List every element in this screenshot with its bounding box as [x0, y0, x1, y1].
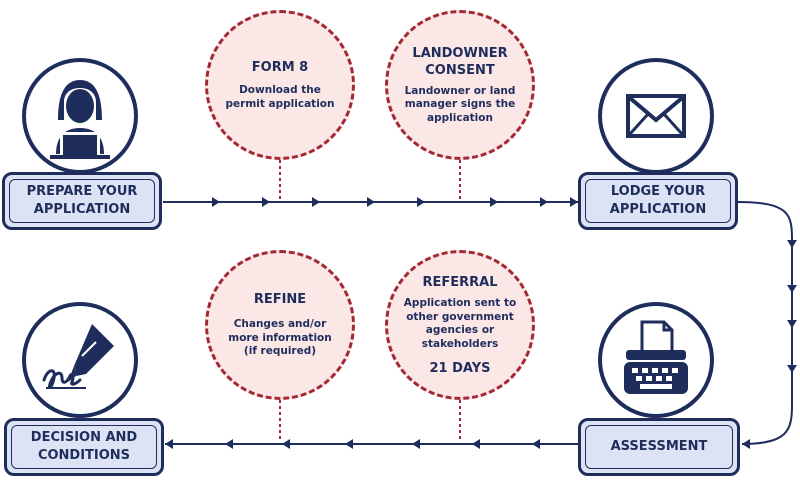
referral-description: Application sent to other government age…	[403, 297, 517, 350]
envelope-icon	[626, 94, 686, 138]
refine-title: REFINE	[253, 292, 307, 308]
person-laptop-icon	[50, 80, 110, 159]
assessment-icon-circle	[598, 302, 714, 418]
decision-conditions-box: DECISION AND CONDITIONS	[4, 418, 164, 476]
lodge-application-label: LODGE YOUR APPLICATION	[609, 184, 707, 217]
typewriter-icon	[624, 320, 688, 394]
decision-conditions-label: DECISION AND CONDITIONS	[30, 430, 138, 463]
assessment-label: ASSESSMENT	[610, 439, 708, 454]
right-flow-line	[737, 201, 793, 445]
form8-circle: FORM 8 Download the permit application	[205, 10, 355, 160]
prepare-application-box: PREPARE YOUR APPLICATION	[2, 172, 162, 230]
prepare-box-inner-border	[9, 179, 155, 223]
assessment-box-inner-border	[585, 425, 733, 469]
landowner-consent-title: LANDOWNER CONSENT	[412, 45, 508, 78]
form8-description: Download the permit application	[225, 84, 335, 110]
prepare-icon-circle	[22, 58, 138, 174]
refine-description: Changes and/or more information (if requ…	[228, 318, 332, 358]
prepare-application-label: PREPARE YOUR APPLICATION	[26, 184, 138, 217]
top-flow-arrows	[212, 197, 578, 207]
lodge-box-inner-border	[585, 179, 731, 223]
referral-duration: 21 DAYS	[429, 361, 491, 376]
decision-box-inner-border	[11, 425, 157, 469]
right-flow-arrows	[742, 240, 797, 449]
pen-signature-icon	[42, 324, 114, 389]
bottom-flow-arrows	[165, 439, 540, 449]
form8-title: FORM 8	[251, 60, 309, 75]
landowner-consent-circle: LANDOWNER CONSENT Landowner or land mana…	[385, 10, 535, 160]
decision-icon-circle	[22, 302, 138, 418]
referral-title: REFERRAL	[422, 275, 498, 290]
lodge-application-box: LODGE YOUR APPLICATION	[578, 172, 738, 230]
lodge-icon-circle	[598, 58, 714, 174]
refine-circle: REFINE Changes and/or more information (…	[205, 250, 355, 400]
landowner-consent-description: Landowner or land manager signs the appl…	[404, 84, 516, 124]
referral-circle: REFERRAL Application sent to other gover…	[385, 250, 535, 400]
assessment-box: ASSESSMENT	[578, 418, 740, 476]
